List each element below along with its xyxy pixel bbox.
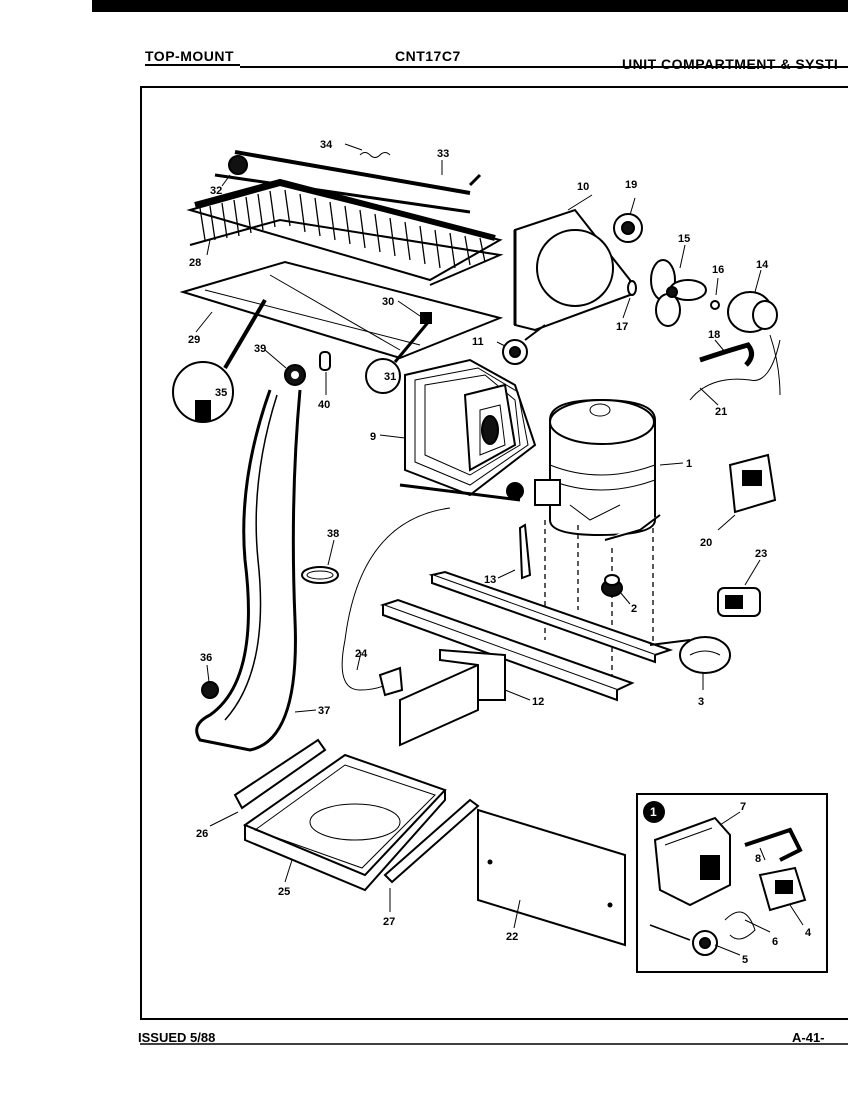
callout-5: 5	[742, 954, 748, 966]
header-section-title: UNIT COMPARTMENT & SYSTI	[622, 56, 839, 72]
pan-rail	[383, 798, 480, 884]
callout-30: 30	[382, 296, 394, 308]
compressor	[534, 398, 661, 541]
callout-22: 22	[506, 931, 518, 943]
filter-drier	[518, 523, 532, 580]
callout-labels: 1 2 3 4 5 6 7 8 9 10 11 12 13 14 15 16 1…	[188, 139, 812, 966]
header-rule	[240, 66, 848, 68]
clip-assembly	[649, 636, 731, 674]
callout-8: 8	[755, 853, 761, 865]
pan-bracket	[233, 738, 327, 810]
callout-16: 16	[712, 264, 724, 276]
relay	[728, 453, 777, 514]
base-rails	[379, 570, 674, 702]
callout-33: 33	[437, 148, 449, 160]
diagram-frame	[140, 86, 848, 1020]
capacitor	[717, 587, 761, 617]
grommet	[502, 324, 546, 365]
callout-38: 38	[327, 528, 339, 540]
header-underline	[145, 64, 240, 66]
hose-clamp	[301, 566, 339, 584]
callout-34: 34	[320, 139, 333, 151]
callout-13: 13	[484, 574, 496, 586]
callout-28: 28	[189, 257, 201, 269]
callout-29: 29	[188, 334, 200, 346]
inset-reference-marker	[506, 482, 524, 500]
shield-plate	[179, 260, 504, 360]
callout-39: 39	[254, 343, 266, 355]
inset-marker-label: 1	[650, 805, 657, 819]
fan-shroud	[513, 208, 631, 332]
callout-31: 31	[384, 371, 396, 383]
footer-issued: ISSUED 5/88	[138, 1030, 216, 1045]
callout-17: 17	[616, 321, 628, 333]
condenser-coil	[186, 178, 504, 286]
callout-2: 2	[631, 603, 637, 615]
callout-14: 14	[756, 259, 769, 271]
callout-9: 9	[370, 431, 376, 443]
header-model-type: TOP-MOUNT	[145, 48, 235, 64]
callout-leaders	[195, 143, 804, 956]
callout-35: 35	[215, 387, 227, 399]
inset-detail-box	[636, 793, 828, 973]
callout-40: 40	[318, 399, 330, 411]
detail-circle-35	[172, 298, 267, 423]
callout-20: 20	[700, 537, 712, 549]
access-panel	[477, 808, 626, 947]
callout-24: 24	[355, 648, 368, 660]
callout-10: 10	[577, 181, 589, 193]
callout-1: 1	[686, 458, 692, 470]
header-model-number: CNT17C7	[395, 48, 461, 64]
callout-25: 25	[278, 886, 290, 898]
callout-26: 26	[196, 828, 208, 840]
mounting-grommet	[601, 574, 623, 597]
callout-19: 19	[625, 179, 637, 191]
power-cord	[341, 507, 451, 697]
fan-blade	[650, 259, 707, 327]
drain-hoses	[195, 351, 331, 752]
evaporator-coil	[399, 358, 537, 502]
callout-23: 23	[755, 548, 767, 560]
callout-12: 12	[532, 696, 544, 708]
callout-36: 36	[200, 652, 212, 664]
callout-11: 11	[472, 336, 484, 348]
callout-18: 18	[708, 329, 720, 341]
callout-3: 3	[698, 696, 704, 708]
top-black-bar	[92, 0, 848, 12]
callout-32: 32	[210, 185, 222, 197]
callout-15: 15	[678, 233, 690, 245]
callout-27: 27	[383, 916, 395, 928]
tubing-assembly	[214, 150, 482, 214]
callout-6: 6	[772, 936, 778, 948]
fan-motor	[613, 213, 781, 401]
callout-37: 37	[318, 705, 330, 717]
callout-7: 7	[740, 801, 746, 813]
mounting-bracket	[399, 648, 506, 747]
footer-page-number: A-41-	[792, 1030, 825, 1045]
detail-circle-31	[365, 319, 432, 394]
drain-pan	[242, 753, 447, 892]
callout-4: 4	[805, 927, 812, 939]
callout-21: 21	[715, 406, 727, 418]
